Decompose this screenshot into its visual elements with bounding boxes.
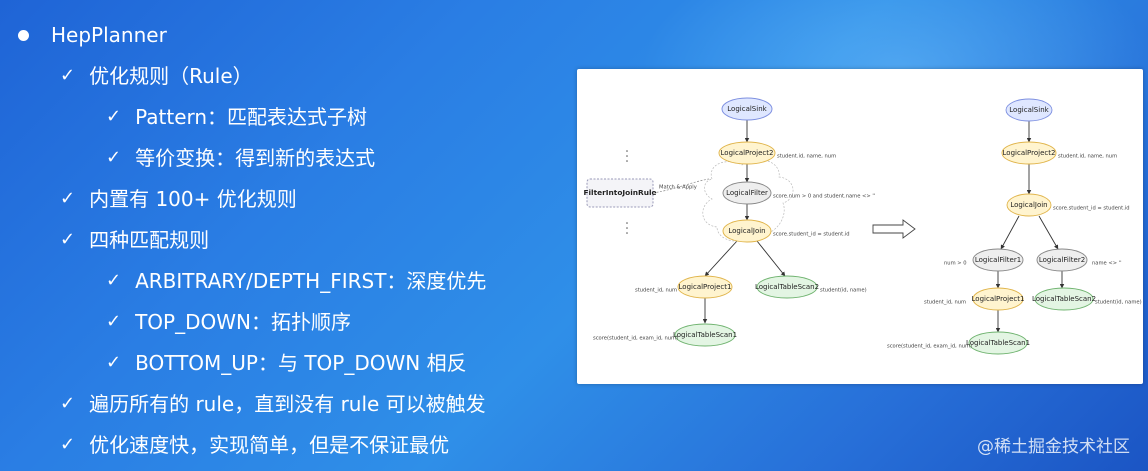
node-label: LogicalTableScan1 (673, 331, 737, 339)
bullet-text: Pattern：匹配表达式子树 (135, 105, 368, 129)
rule-box (586, 178, 654, 208)
node-label: LogicalTableScan2 (1032, 295, 1096, 303)
annotation: score.student_id = student.id (773, 232, 850, 238)
before-nodes: LogicalSink LogicalProject2 student.id, … (593, 97, 875, 347)
node-logical-filter (722, 181, 772, 205)
node-label: LogicalProject1 (972, 295, 1025, 303)
annotation: score.num > 0 and student.name <> '' (773, 194, 875, 200)
bullet-text: BOTTOM_UP：与 TOP_DOWN 相反 (135, 351, 467, 375)
check-icon: ✓ (106, 311, 122, 332)
node-label: LogicalTableScan1 (966, 339, 1030, 347)
after-edges (995, 121, 1065, 333)
node-label: LogicalSink (727, 105, 767, 113)
annotation: student_id, num (924, 300, 966, 306)
bullet-list: HepPlanner ✓ 优化规则（Rule） ✓ Pattern：匹配表达式子… (0, 0, 580, 471)
ellipsis-dots (626, 150, 628, 234)
node-logical-project2 (1001, 141, 1057, 165)
bullet-arbitrary: ✓ ARBITRARY/DEPTH_FIRST：深度优先 (106, 268, 486, 294)
annotation: name <> '' (1092, 261, 1122, 267)
node-label: LogicalProject1 (679, 283, 732, 291)
bullet-top-down: ✓ TOP_DOWN：拓扑顺序 (106, 309, 351, 335)
node-label: LogicalFilter2 (1039, 256, 1085, 264)
before-edges (702, 120, 786, 324)
bullet-text: 四种匹配规则 (89, 228, 210, 252)
match-link (652, 178, 710, 194)
bullet-dot-icon (18, 29, 29, 41)
node-logical-tablescan1 (968, 331, 1028, 355)
transform-arrow-icon (872, 219, 916, 239)
node-label: LogicalTableScan2 (755, 283, 819, 291)
node-label: LogicalFilter1 (975, 256, 1021, 264)
match-label: Match & Apply (659, 185, 697, 191)
check-icon: ✓ (106, 270, 122, 291)
node-label: LogicalProject2 (1003, 149, 1056, 157)
bullet-fast: ✓ 优化速度快，实现简单，但是不保证最优 (60, 432, 449, 458)
annotation: student(id, name) (1095, 300, 1142, 306)
check-icon: ✓ (60, 393, 76, 414)
bullet-heppplanner: HepPlanner (18, 22, 167, 48)
check-icon: ✓ (60, 188, 76, 209)
bullet-builtin: ✓ 内置有 100+ 优化规则 (60, 186, 297, 212)
bullet-equivalence: ✓ 等价变换：得到新的表达式 (106, 145, 375, 171)
node-logical-project1 (677, 275, 733, 299)
bullet-text: ARBITRARY/DEPTH_FIRST：深度优先 (135, 269, 487, 293)
plan-diagram: FilterIntoJoinRule Match & Apply Logical… (577, 69, 1143, 384)
annotation: student.id, name, num (777, 154, 836, 160)
check-icon: ✓ (60, 65, 76, 86)
node-logical-sink (1005, 98, 1053, 122)
bullet-text: HepPlanner (51, 23, 167, 47)
annotation: num > 0 (944, 261, 967, 267)
bullet-rule: ✓ 优化规则（Rule） (60, 63, 253, 89)
check-icon: ✓ (60, 229, 76, 250)
node-logical-join (722, 219, 772, 243)
node-label: LogicalJoin (1010, 201, 1047, 209)
bullet-text: TOP_DOWN：拓扑顺序 (135, 310, 351, 334)
edge (704, 240, 738, 277)
rule-box-label: FilterIntoJoinRule (583, 188, 656, 197)
bullet-traverse: ✓ 遍历所有的 rule，直到没有 rule 可以被触发 (60, 391, 486, 417)
node-logical-tablescan2 (756, 275, 818, 299)
edge (756, 240, 786, 277)
annotation: score(student_id, exam_id, num) (887, 344, 972, 350)
bullet-text: 优化规则（Rule） (89, 64, 253, 88)
node-logical-tablescan2 (1034, 287, 1094, 311)
node-logical-filter1 (972, 248, 1024, 272)
bullet-text: 等价变换：得到新的表达式 (135, 146, 376, 170)
annotation: student(id, name) (820, 288, 867, 294)
plan-diagram-svg: FilterIntoJoinRule Match & Apply Logical… (583, 97, 1142, 355)
bullet-text: 内置有 100+ 优化规则 (89, 187, 297, 211)
node-label: LogicalSink (1009, 106, 1049, 114)
annotation: score.student_id = student.id (1053, 206, 1130, 212)
watermark: @稀土掘金技术社区 (977, 437, 1130, 457)
node-logical-project1 (972, 287, 1024, 311)
bullet-text: 优化速度快，实现简单，但是不保证最优 (89, 433, 450, 457)
node-logical-project2 (718, 141, 776, 165)
bullet-pattern: ✓ Pattern：匹配表达式子树 (106, 104, 367, 130)
bullet-bottom-up: ✓ BOTTOM_UP：与 TOP_DOWN 相反 (106, 350, 467, 376)
bullet-text: 遍历所有的 rule，直到没有 rule 可以被触发 (89, 392, 486, 416)
node-label: LogicalFilter (726, 189, 768, 197)
edge (1000, 215, 1020, 250)
node-label: LogicalProject2 (721, 149, 774, 157)
node-logical-tablescan1 (674, 323, 736, 347)
annotation: score(student_id, exam_id, num) (593, 336, 678, 342)
check-icon: ✓ (106, 352, 122, 373)
after-nodes: LogicalSink LogicalProject2 student.id, … (887, 98, 1142, 355)
node-logical-filter2 (1036, 248, 1088, 272)
check-icon: ✓ (106, 106, 122, 127)
node-logical-join (1006, 193, 1052, 217)
bullet-four-match: ✓ 四种匹配规则 (60, 227, 209, 253)
edge (1038, 215, 1059, 250)
node-label: LogicalJoin (728, 227, 765, 235)
node-logical-sink (721, 97, 773, 121)
check-icon: ✓ (60, 434, 76, 455)
check-icon: ✓ (106, 147, 122, 168)
annotation: student.id, name, num (1058, 154, 1117, 160)
annotation: student_id, num (635, 288, 677, 294)
